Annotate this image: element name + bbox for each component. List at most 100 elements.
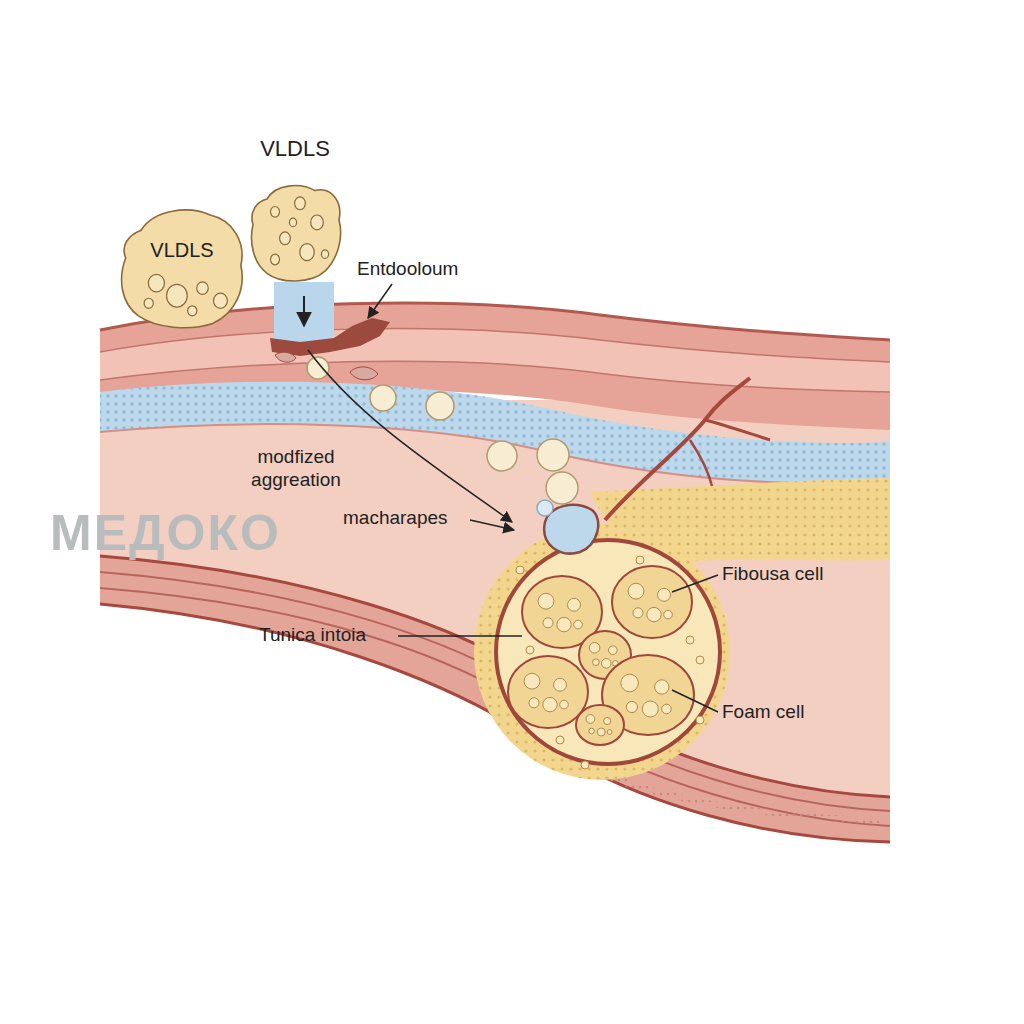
leader-line — [672, 690, 718, 712]
plaque-rim-texture — [474, 524, 730, 780]
elastic-lamina — [100, 382, 890, 484]
foam-cell — [508, 656, 588, 728]
lipid-vacuole — [608, 646, 617, 655]
wall-line — [100, 424, 890, 483]
foam-cell — [576, 705, 624, 745]
lipid-granule — [271, 207, 280, 218]
lipid-granule — [197, 282, 209, 295]
lipid-vacuole — [607, 730, 612, 735]
lipid-vacuole — [621, 674, 639, 692]
plaque-rim — [474, 524, 730, 780]
lipid-clump — [350, 367, 378, 380]
intima-layer — [100, 329, 890, 392]
blob-shape — [252, 186, 341, 281]
leader-line — [308, 350, 512, 522]
lipid-granule — [167, 284, 188, 307]
blob-shape — [122, 210, 243, 328]
lipid-vacuole — [568, 598, 581, 611]
lipoprotein-blob: VLDLS — [245, 136, 345, 288]
lipid-vacuole — [602, 659, 612, 669]
lipid-speck — [581, 761, 589, 769]
lipid-granule — [213, 293, 227, 308]
lipid-speck — [526, 646, 534, 654]
lipid-granule — [300, 244, 314, 261]
lipid-speck — [556, 736, 564, 744]
lipid-vacuole — [597, 728, 605, 736]
lipoprotein-particles — [307, 357, 578, 504]
lipid-vacuole — [554, 678, 567, 691]
lipid-vacuole — [647, 607, 661, 621]
lipid-vacuole — [543, 618, 553, 628]
lipid-vacuole — [538, 593, 554, 609]
callout-label: Entdooloum — [357, 258, 458, 281]
callout-label: Fibousa cell — [722, 563, 823, 586]
lipid-granule — [280, 232, 291, 245]
lipid-vacuole — [593, 659, 600, 666]
lipid-vacuole — [557, 617, 571, 631]
lipid-vacuole — [664, 610, 673, 619]
elastic-lamina-texture — [100, 382, 890, 484]
lipid-vacuole — [586, 715, 595, 724]
lipoprotein-particle — [487, 441, 517, 471]
lipid-vacuole — [543, 697, 557, 711]
callout-label: Foam cell — [722, 701, 804, 724]
lipid-vacuole — [662, 704, 672, 714]
wall-line — [100, 329, 890, 362]
lipid-speck — [516, 566, 524, 574]
lipid-vacuole — [642, 701, 658, 717]
lipoprotein-blob: VLDLS — [118, 205, 246, 331]
lipid-vacuole — [589, 728, 595, 734]
foam-cell — [612, 566, 692, 638]
wall-texture — [600, 770, 880, 824]
lipoprotein-particle — [426, 392, 454, 420]
lipid-speck — [696, 716, 704, 724]
callout-label: Tunica intoia — [259, 624, 366, 647]
lipid-vacuole — [529, 698, 539, 708]
lipid-vacuole — [560, 700, 569, 709]
callout-label: modfized aggreation — [222, 446, 370, 492]
lipid-vacuole — [658, 588, 671, 601]
lipid-vacuole — [628, 583, 644, 599]
branch-vessel — [605, 378, 750, 520]
lipid-granule — [311, 215, 324, 230]
callout-label: macharapes — [343, 507, 448, 530]
entry-channel — [274, 282, 334, 346]
blob-outline — [245, 180, 345, 286]
damaged-endothelium — [270, 318, 390, 356]
lipid-clump — [275, 352, 296, 362]
lipid-vacuole — [574, 620, 583, 629]
lipid-vacuole — [604, 717, 611, 724]
lipid-vacuole — [524, 673, 540, 689]
node-label: VLDLS — [118, 239, 246, 262]
lipoprotein-particle — [307, 357, 329, 379]
lipid-granule — [148, 274, 164, 292]
lipid-granule — [289, 218, 296, 226]
small-droplet — [537, 500, 553, 516]
foam-cell-group — [508, 556, 704, 769]
lipid-speck — [696, 656, 704, 664]
blob-outline — [118, 205, 246, 331]
entry-arrow — [303, 296, 305, 326]
lipid-granule — [144, 298, 153, 308]
leader-line — [398, 635, 522, 637]
lipid-granule — [321, 250, 328, 258]
leader-line — [368, 284, 392, 318]
leader-line — [672, 575, 718, 592]
leader-line — [470, 520, 514, 530]
lipid-speck — [636, 556, 644, 564]
node-label: VLDLS — [245, 136, 345, 162]
branch-vessel — [690, 440, 712, 486]
lipid-granule — [271, 254, 280, 265]
lipid-speck — [686, 636, 694, 644]
watermark: МЕДОКО — [50, 503, 281, 563]
lipoprotein-particle — [370, 385, 396, 411]
lipid-vacuole — [589, 643, 600, 654]
lipoprotein-particle — [546, 472, 578, 504]
lipid-vacuole — [633, 608, 643, 618]
lipoprotein-particle — [537, 439, 569, 471]
lipid-vacuole — [655, 680, 669, 694]
plaque-core — [496, 540, 720, 764]
branch-vessel — [705, 420, 770, 440]
